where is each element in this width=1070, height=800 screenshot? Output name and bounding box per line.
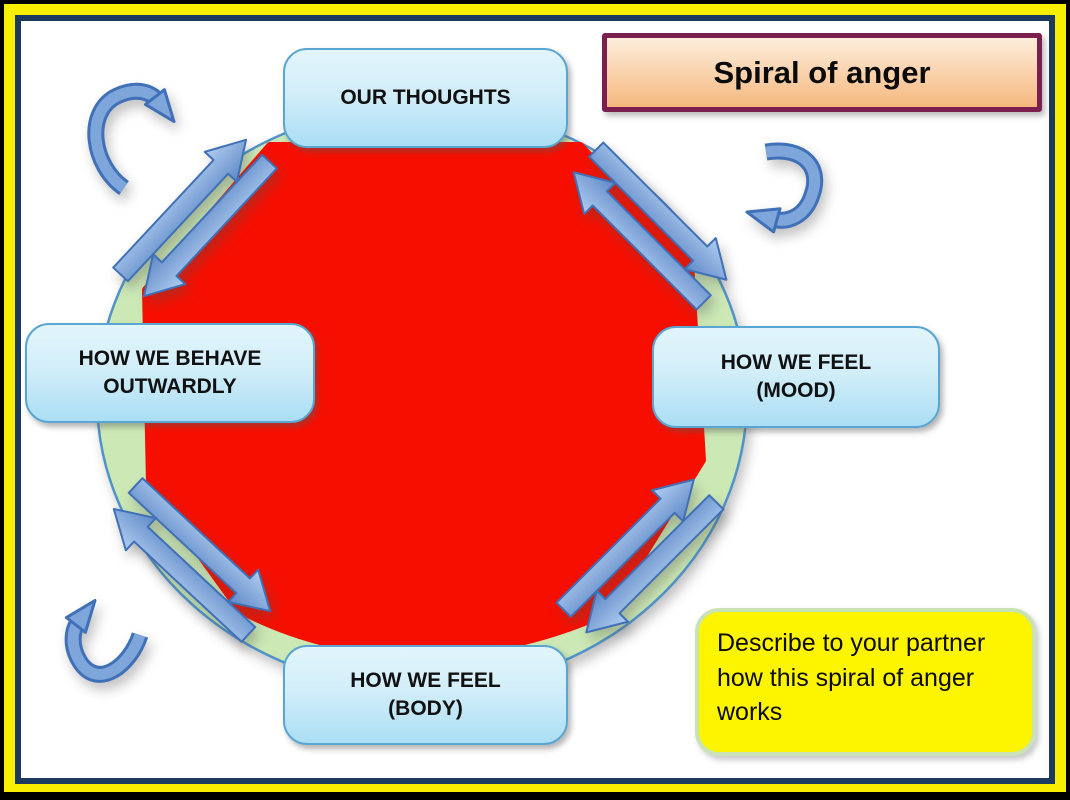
node-how-we-feel-body: HOW WE FEEL (BODY): [283, 645, 568, 745]
curved-arrow-bottom-left-icon: [64, 598, 149, 683]
node-sublabel: (MOOD): [756, 379, 836, 402]
instruction-note: Describe to your partner how this spiral…: [695, 608, 1036, 756]
node-sublabel: OUTWARDLY: [103, 375, 237, 398]
node-label: HOW WE BEHAVE: [78, 346, 262, 370]
node-sublabel: (BODY): [388, 697, 463, 720]
curved-arrow-top-left-icon: [87, 82, 176, 195]
node-label: HOW WE FEEL: [720, 350, 872, 374]
curved-arrow-top-right-icon: [745, 142, 824, 234]
diagram-canvas: OUR THOUGHTS HOW WE FEEL (MOOD) HOW WE B…: [15, 15, 1055, 784]
node-label: HOW WE FEEL: [350, 668, 501, 692]
slide-yellow-frame: OUR THOUGHTS HOW WE FEEL (MOOD) HOW WE B…: [4, 4, 1066, 792]
node-how-we-behave-outwardly: HOW WE BEHAVE OUTWARDLY: [25, 323, 315, 423]
node-our-thoughts: OUR THOUGHTS: [283, 48, 568, 148]
slide-title: Spiral of anger: [713, 54, 931, 90]
instruction-note-text: Describe to your partner how this spiral…: [717, 629, 986, 726]
slide-title-box: Spiral of anger: [602, 33, 1042, 112]
node-how-we-feel-mood: HOW WE FEEL (MOOD): [652, 326, 940, 428]
node-label: OUR THOUGHTS: [340, 85, 511, 109]
